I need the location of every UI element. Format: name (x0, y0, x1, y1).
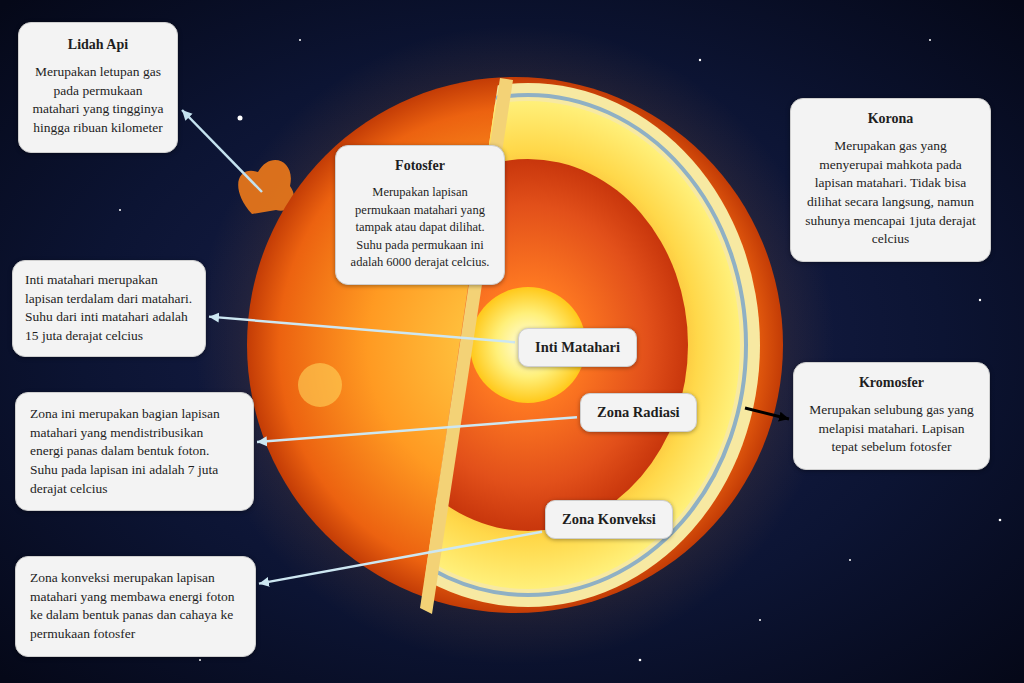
box-description: Zona konveksi merupakan lapisan matahari… (30, 569, 241, 644)
box-heading: Kromosfer (806, 375, 977, 391)
info-box: FotosferMerupakan lapisan permukaan mata… (335, 145, 505, 285)
layer-name: Zona Radiasi (597, 404, 680, 421)
pointer-arrow (209, 317, 515, 343)
info-box: Lidah ApiMerupakan letupan gas pada perm… (18, 22, 178, 153)
info-box: Zona konveksi merupakan lapisan matahari… (15, 556, 256, 657)
layer-label: Zona Radiasi (580, 393, 697, 432)
box-description: Zona ini merupakan bagian lapisan mataha… (30, 405, 239, 498)
box-description: Merupakan selubung gas yang melapisi mat… (806, 401, 977, 457)
pointer-arrow (257, 417, 577, 442)
layer-label: Inti Matahari (518, 328, 637, 367)
info-box: KoronaMerupakan gas yang menyerupai mahk… (790, 98, 991, 262)
box-description: Merupakan letupan gas pada permukaan mat… (31, 63, 165, 138)
info-box: Inti matahari merupakan lapisan terdalam… (12, 260, 206, 357)
info-box: Zona ini merupakan bagian lapisan mataha… (15, 392, 254, 511)
layer-name: Inti Matahari (535, 339, 620, 356)
box-heading: Fotosfer (348, 158, 492, 174)
layer-name: Zona Konveksi (562, 511, 656, 528)
box-description: Merupakan lapisan permukaan matahari yan… (348, 184, 492, 272)
box-description: Merupakan gas yang menyerupai mahkota pa… (803, 137, 978, 249)
box-heading: Korona (803, 111, 978, 127)
box-description: Inti matahari merupakan lapisan terdalam… (25, 271, 193, 346)
layer-label: Zona Konveksi (545, 500, 673, 539)
info-box: KromosferMerupakan selubung gas yang mel… (793, 362, 990, 470)
box-heading: Lidah Api (31, 37, 165, 53)
pointer-arrow (259, 532, 542, 584)
